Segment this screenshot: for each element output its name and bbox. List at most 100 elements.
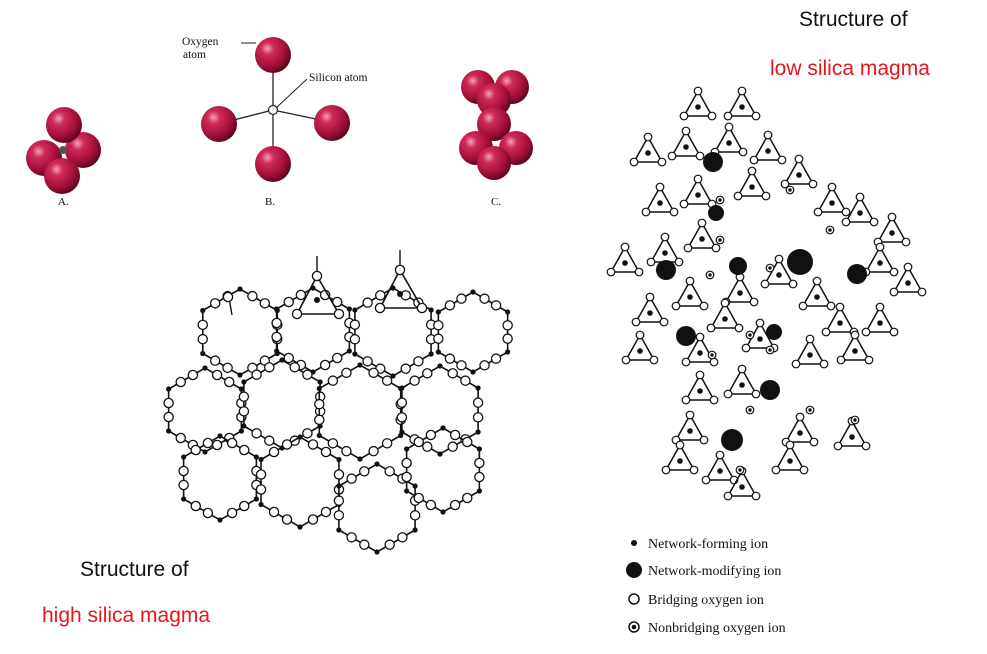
bridging-oxygen-ion: [346, 532, 357, 543]
silicon-atom: [267, 104, 279, 116]
tetrahedron: [713, 125, 745, 153]
bridging-oxygen-ion: [449, 499, 461, 511]
bridging-oxygen-ion: [788, 279, 798, 289]
network-forming-ion: [757, 336, 763, 342]
network-forming-ion: [687, 294, 693, 300]
network-forming-ion: [217, 517, 223, 523]
label-b: B.: [265, 196, 275, 208]
network-forming-ion: [202, 449, 208, 455]
bridging-oxygen-ion: [812, 276, 822, 286]
bridging-oxygen-ion: [444, 300, 456, 311]
bridging-oxygen-ion: [396, 412, 408, 423]
bridging-oxygen-ion: [819, 359, 829, 369]
bridging-oxygen-ion: [785, 440, 795, 450]
bridging-oxygen-ion: [447, 368, 458, 379]
bridging-oxygen-ion: [341, 367, 352, 379]
bridging-oxygen-ion: [646, 257, 656, 267]
bridging-oxygen-ion: [444, 353, 456, 364]
bridging-oxygen-ion: [771, 465, 781, 475]
bridging-oxygen-ion: [333, 495, 345, 506]
bridging-oxygen-ion: [887, 212, 897, 222]
network-forming-ion: [346, 306, 352, 312]
bridging-oxygen-ion: [813, 207, 823, 217]
network-forming-ion: [657, 200, 663, 206]
bridging-oxygen-ion: [461, 492, 473, 504]
bridging-oxygen-ion: [693, 174, 703, 184]
bridging-oxygen-ion: [741, 343, 751, 353]
bridging-oxygen-ion: [222, 362, 233, 374]
bridging-oxygen-ion: [737, 86, 747, 96]
low-silica-network: [606, 86, 927, 501]
bridging-oxygen-ion: [835, 302, 845, 312]
bridging-oxygen-ion: [889, 267, 899, 277]
tetrahedron-cluster-c: [459, 70, 533, 180]
network-forming-ion: [397, 291, 403, 297]
bridging-oxygen-ion: [384, 466, 395, 477]
bridging-oxygen-ion: [809, 437, 819, 447]
bridging-oxygen-ion: [479, 293, 490, 304]
network-forming-ion: [470, 289, 476, 295]
network-forming-ion: [796, 172, 802, 178]
bridging-oxygen-ion: [733, 191, 743, 201]
network-forming-ion: [412, 483, 418, 489]
bridging-oxygen-ion: [327, 375, 339, 386]
tetrahedron: [816, 185, 848, 213]
silicon-label: Silicon atom: [309, 72, 368, 84]
bridging-oxygen-ion: [841, 207, 851, 217]
network-forming-ion: [852, 348, 858, 354]
bridging-oxygen-ion: [223, 376, 235, 388]
tetrahedron: [674, 279, 706, 307]
oxygen-label-line2: atom: [183, 49, 206, 61]
bridging-oxygen-ion: [289, 362, 300, 373]
bridging-oxygen-ion: [755, 318, 765, 328]
network-forming-ion: [749, 184, 755, 190]
bridging-oxygen-ion: [396, 397, 408, 408]
network-forming-ion: [274, 348, 280, 354]
bridging-oxygen-ion: [302, 369, 313, 380]
bridging-oxygen-ion: [875, 242, 885, 252]
bridging-oxygen-ion: [178, 465, 189, 477]
bridging-oxygen-ion: [760, 279, 770, 289]
bridging-oxygen-ion: [841, 217, 851, 227]
bridging-oxygen-ion: [163, 411, 174, 423]
network-forming-ion: [737, 290, 743, 296]
tetrahedron: [784, 415, 816, 443]
network-forming-ion: [314, 297, 320, 303]
tetrahedron: [684, 335, 716, 363]
bridging-oxygen-ion: [291, 308, 303, 320]
network-forming-ion: [797, 430, 803, 436]
network-forming-ion: [475, 429, 481, 435]
bridging-oxygen-ion: [238, 444, 250, 456]
bridging-oxygen-ion: [799, 465, 809, 475]
network-forming-ion: [470, 369, 476, 375]
bridging-oxygen-ion: [341, 445, 352, 457]
network-forming-ion: [905, 280, 911, 286]
bridging-oxygen-ion: [474, 457, 485, 469]
bridging-oxygen-ion: [447, 441, 458, 452]
network-forming-ion: [253, 496, 259, 502]
network-forming-ion: [505, 309, 511, 315]
bridging-oxygen-ion: [723, 389, 733, 399]
network-forming-ion: [404, 488, 410, 494]
bridging-oxygen-ion: [917, 287, 927, 297]
bridging-oxygen-ion: [226, 437, 238, 449]
bridging-oxygen-ion: [271, 317, 282, 329]
tetrahedron: [794, 337, 826, 365]
nonbridging-oxygen-core: [853, 418, 857, 422]
network-forming-ion: [695, 104, 701, 110]
bridging-oxygen-ion: [190, 500, 202, 512]
network-forming-ion: [683, 144, 689, 150]
network-forming-ion: [637, 348, 643, 354]
tetrahedron: [624, 333, 656, 361]
bridging-oxygen-ion: [401, 457, 412, 469]
network-forming-ion: [476, 446, 482, 452]
bridging-oxygen-ion: [643, 132, 653, 142]
network-modifying-ion-icon: [626, 562, 642, 578]
bridging-oxygen-ion: [855, 192, 865, 202]
network-forming-ion: [253, 454, 259, 460]
bridging-oxygen-ion: [381, 375, 393, 386]
network-forming-ion: [346, 348, 352, 354]
bridging-oxygen-ion: [791, 359, 801, 369]
network-forming-ion-icon: [631, 540, 637, 546]
bridging-oxygen-ion: [255, 469, 267, 480]
